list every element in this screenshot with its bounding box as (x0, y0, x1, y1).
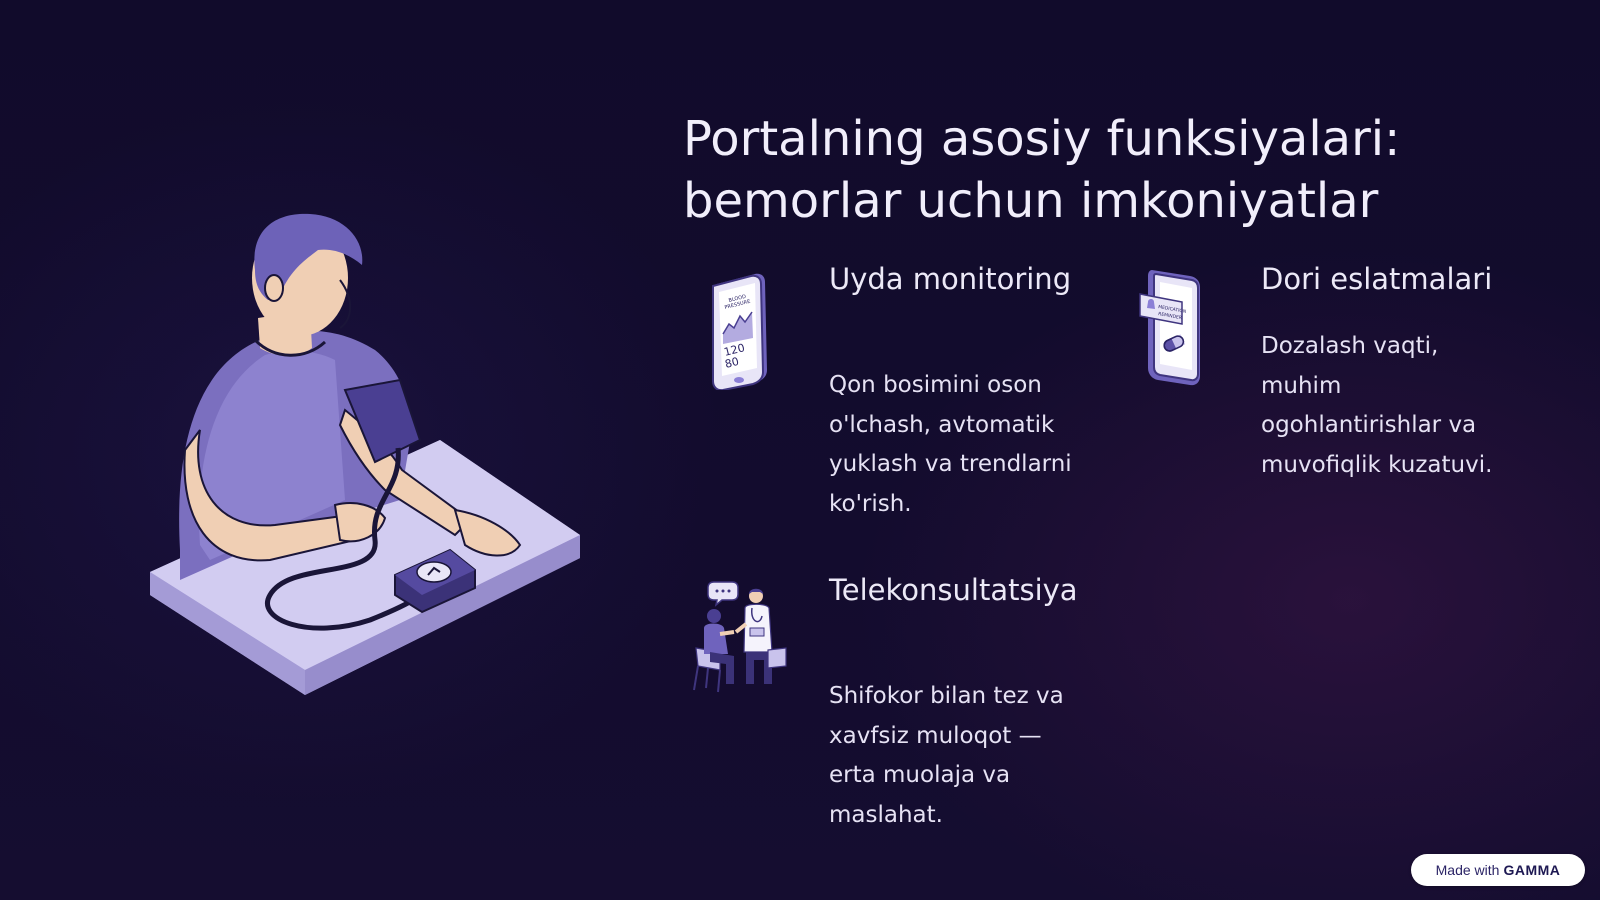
reminder-label-bottom: REMINDER (1158, 311, 1183, 321)
feature-description-home-monitoring: Qon bosimini oson o'lchash, avtomatik yu… (829, 372, 1072, 517)
feature-description-medication-reminders: Dozalash vaqti, muhim ogohlantirishlar v… (1261, 333, 1493, 478)
phone-diastolic-value: 80 (724, 355, 741, 371)
slide-title: Portalning asosiy funksiyalari: bemorlar… (683, 108, 1523, 232)
phone-medication-reminder-icon: MEDICATION REMINDER (1139, 270, 1200, 386)
feature-description-teleconsultation: Shifokor bilan tez va xavfsiz muloqot — … (829, 683, 1064, 828)
feature-title-medication-reminders: Dori eslatmalari (1261, 262, 1493, 296)
reminder-label-top: MEDICATION (1158, 304, 1187, 315)
badge-prefix: Made with (1435, 862, 1500, 878)
badge-brand: GAMMA (1503, 862, 1561, 878)
phone-systolic-value: 120 (723, 341, 747, 359)
slide-title-line-1: Portalning asosiy funksiyalari: (683, 111, 1401, 167)
made-with-gamma-badge[interactable]: Made with GAMMA (1411, 854, 1585, 886)
doctor-consultation-icon (693, 581, 787, 693)
phone-screen-label-top: BLOOD (728, 294, 747, 304)
slide-title-line-2: bemorlar uchun imkoniyatlar (683, 173, 1379, 229)
phone-blood-pressure-icon: BLOOD PRESSURE 120 80 (712, 273, 767, 390)
feature-title-teleconsultation: Telekonsultatsiya (829, 573, 1078, 607)
patient-measuring-blood-pressure-illustration (150, 213, 580, 695)
feature-title-home-monitoring: Uyda monitoring (829, 262, 1072, 296)
